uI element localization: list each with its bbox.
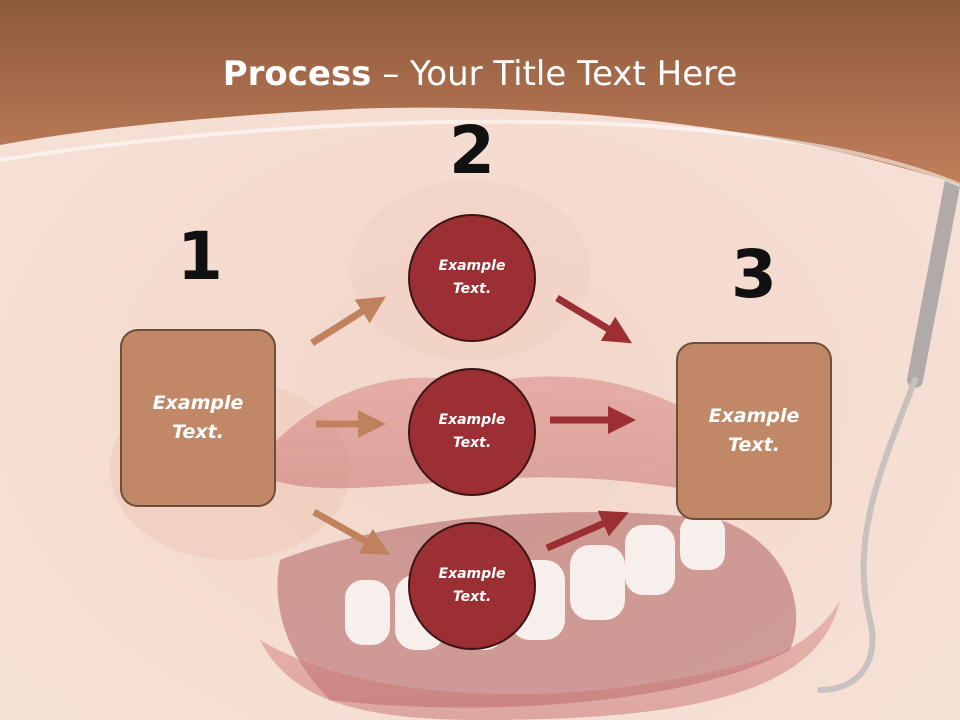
slide-title: Process – Your Title Text Here — [0, 52, 960, 96]
step-2-circle-middle-text: Example Text. — [438, 412, 506, 451]
step-1-number: 1 — [177, 218, 223, 295]
step-2-circle-bottom-text: Example Text. — [438, 566, 506, 605]
arrow-1-to-top — [310, 296, 386, 346]
step-2-circle-bottom: Example Text. — [408, 522, 536, 650]
step-1-box-text: Example Text. — [152, 392, 244, 443]
step-3-box-text: Example Text. — [708, 405, 800, 456]
arrow-1-to-bottom — [312, 508, 391, 555]
title-light: – Your Title Text Here — [382, 54, 738, 94]
step-2-circle-top: Example Text. — [408, 214, 536, 342]
step-1-box: Example Text. — [120, 329, 276, 507]
step-2-number: 2 — [449, 112, 495, 189]
step-2-circle-middle: Example Text. — [408, 368, 536, 496]
step-2-circle-top-text: Example Text. — [438, 258, 506, 297]
arrow-bottom-to-3 — [545, 510, 629, 552]
step-3-number: 3 — [731, 236, 777, 313]
arrow-top-to-3 — [555, 295, 632, 344]
title-bold: Process — [222, 54, 372, 94]
step-3-box: Example Text. — [676, 342, 832, 520]
